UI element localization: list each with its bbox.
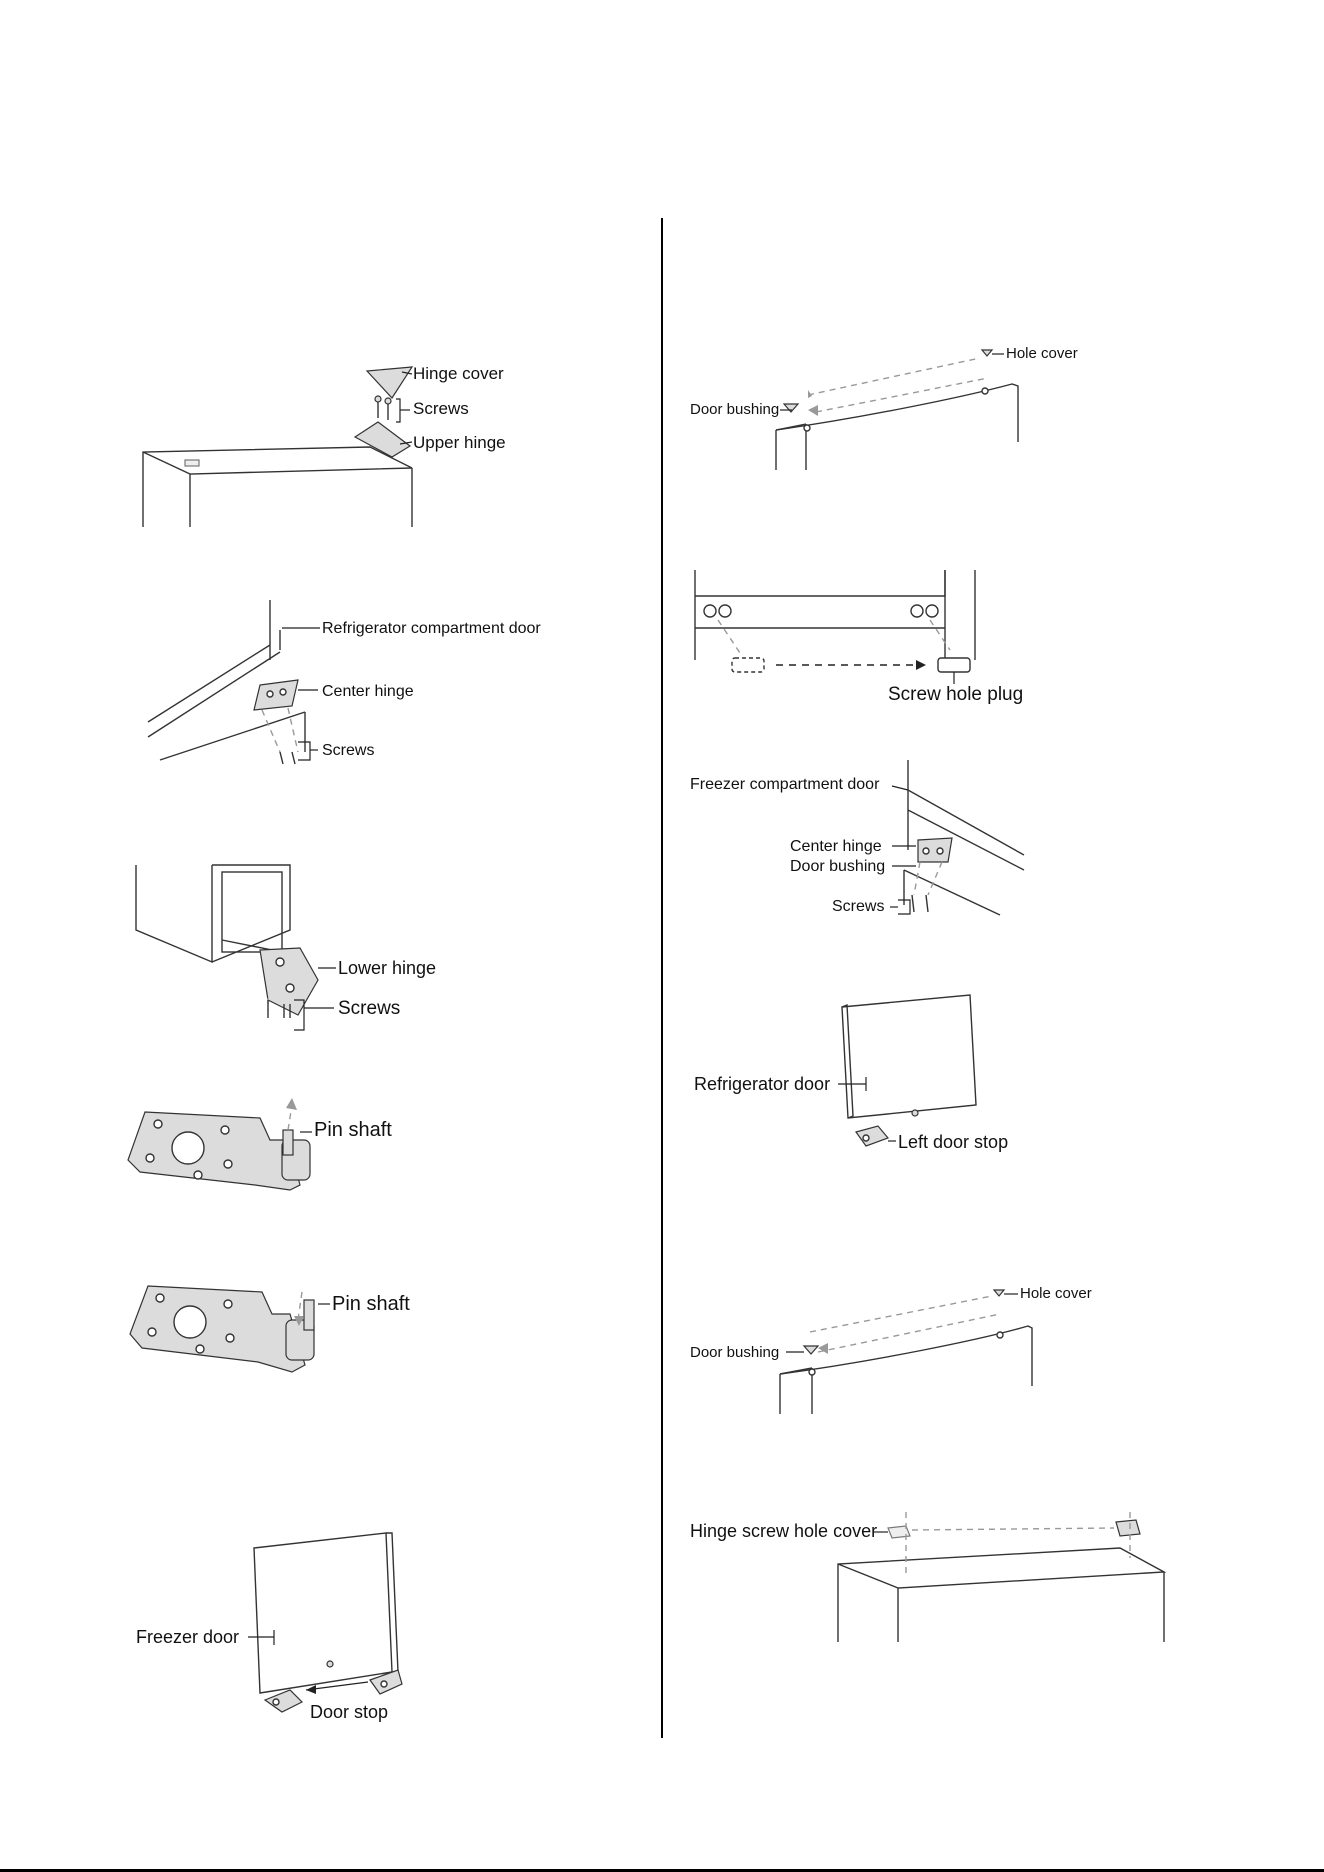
- freezer-compartment-door-label: Freezer compartment door: [690, 776, 880, 793]
- hole-cover-1-label: Hole cover: [1006, 345, 1078, 362]
- center-hinge-left-label: Center hinge: [322, 683, 414, 700]
- hole-cover-2-label: Hole cover: [1020, 1285, 1092, 1302]
- refrigerator-door-diagram: [838, 994, 977, 1147]
- screw-hole-plug-label: Screw hole plug: [888, 684, 1023, 705]
- center-hinge-right-diagram: [890, 760, 1025, 916]
- pin-shaft-removal-diagram: [127, 1098, 312, 1191]
- center-hinge-left-diagram: [147, 600, 320, 765]
- top-door-bushing-diagram-1: [775, 349, 1019, 470]
- screw-hole-plug-diagram: [694, 570, 976, 684]
- page-bottom-rule: [0, 1869, 1324, 1872]
- pin-shaft-1-label: Pin shaft: [314, 1119, 392, 1141]
- screws-center-right-label: Screws: [832, 898, 884, 915]
- screws-center-left-label: Screws: [322, 742, 374, 759]
- door-stop-label: Door stop: [310, 1702, 388, 1722]
- refrigerator-compartment-door-label: Refrigerator compartment door: [322, 620, 541, 637]
- lower-hinge-diagram: [135, 864, 336, 1031]
- top-door-bushing-diagram-2: [779, 1289, 1033, 1414]
- hinge-screw-hole-cover-label: Hinge screw hole cover: [690, 1521, 877, 1541]
- door-bushing-center-label: Door bushing: [790, 858, 885, 875]
- door-bushing-2-label: Door bushing: [690, 1344, 779, 1361]
- refrigerator-door-label: Refrigerator door: [694, 1074, 830, 1094]
- pin-shaft-2-label: Pin shaft: [332, 1293, 410, 1315]
- freezer-door-label: Freezer door: [136, 1627, 239, 1647]
- upper-hinge-label: Upper hinge: [413, 433, 506, 452]
- hinge-screw-hole-cover-diagram: [837, 1512, 1167, 1642]
- left-door-stop-label: Left door stop: [898, 1132, 1008, 1152]
- freezer-door-diagram: [248, 1532, 403, 1713]
- pin-shaft-insertion-diagram: [129, 1285, 330, 1373]
- upper-hinge-diagram: [142, 366, 414, 527]
- hinge-cover-label: Hinge cover: [413, 364, 504, 383]
- screws-top-label: Screws: [413, 399, 469, 418]
- lower-hinge-label: Lower hinge: [338, 958, 436, 978]
- door-bushing-1-label: Door bushing: [690, 401, 779, 418]
- screws-lower-label: Screws: [338, 998, 400, 1019]
- center-hinge-right-label: Center hinge: [790, 838, 882, 855]
